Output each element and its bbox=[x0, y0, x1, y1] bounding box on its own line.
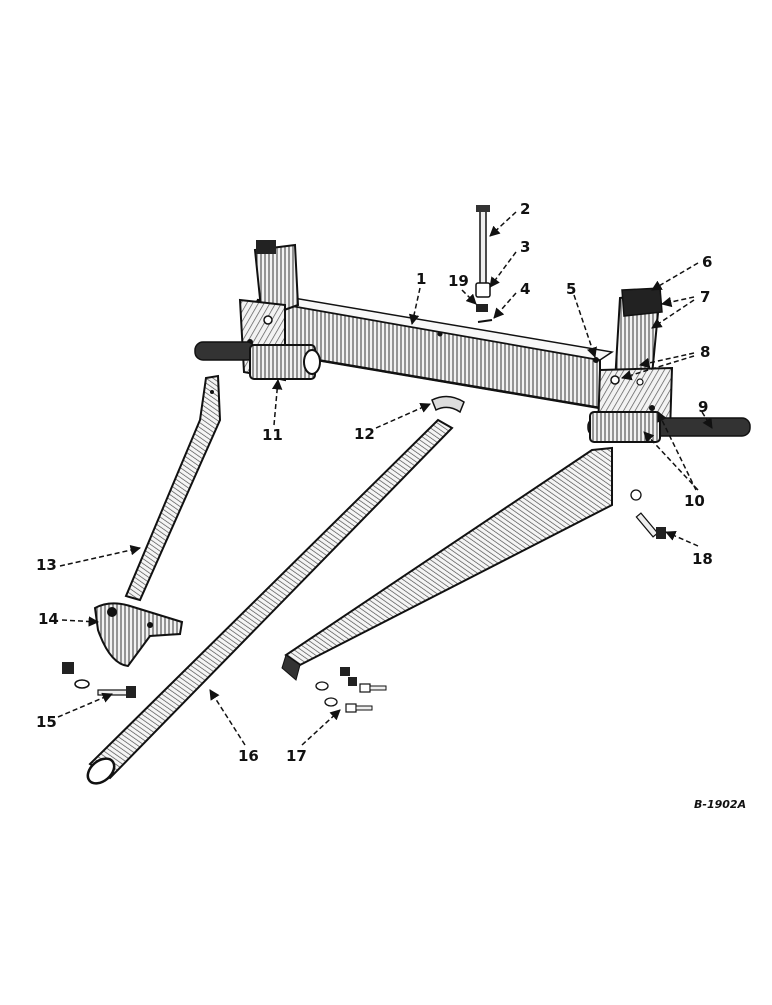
callout-17: 17 bbox=[286, 747, 307, 765]
leader-lines bbox=[57, 211, 713, 746]
callout-6: 6 bbox=[702, 253, 713, 271]
left-shaft-bearing bbox=[194, 341, 321, 380]
callout-13: 13 bbox=[36, 556, 57, 574]
callout-16: 16 bbox=[238, 747, 259, 765]
left-brace bbox=[124, 374, 222, 602]
callout-11: 11 bbox=[262, 426, 283, 444]
callout-10: 10 bbox=[684, 492, 705, 510]
callout-12: 12 bbox=[354, 425, 375, 443]
callout-1: 1 bbox=[416, 270, 427, 288]
vertical-bolt-assembly bbox=[475, 205, 493, 323]
callout-3: 3 bbox=[520, 238, 531, 256]
callout-2: 2 bbox=[520, 200, 531, 218]
channel-brace bbox=[281, 446, 613, 713]
bolt-set-right bbox=[630, 489, 666, 539]
callout-18: 18 bbox=[692, 550, 713, 568]
bolt-set-left bbox=[62, 662, 136, 698]
callout-15: 15 bbox=[36, 713, 57, 731]
callout-9: 9 bbox=[698, 398, 709, 416]
callout-5: 5 bbox=[566, 280, 577, 298]
callout-8: 8 bbox=[700, 343, 711, 361]
figure-id: B-1902A bbox=[694, 798, 747, 811]
callout-7: 7 bbox=[700, 288, 711, 306]
callout-19: 19 bbox=[448, 272, 469, 290]
callout-4: 4 bbox=[520, 280, 531, 298]
clamp bbox=[93, 602, 184, 668]
callout-14: 14 bbox=[38, 610, 59, 628]
long-tube bbox=[86, 395, 465, 785]
